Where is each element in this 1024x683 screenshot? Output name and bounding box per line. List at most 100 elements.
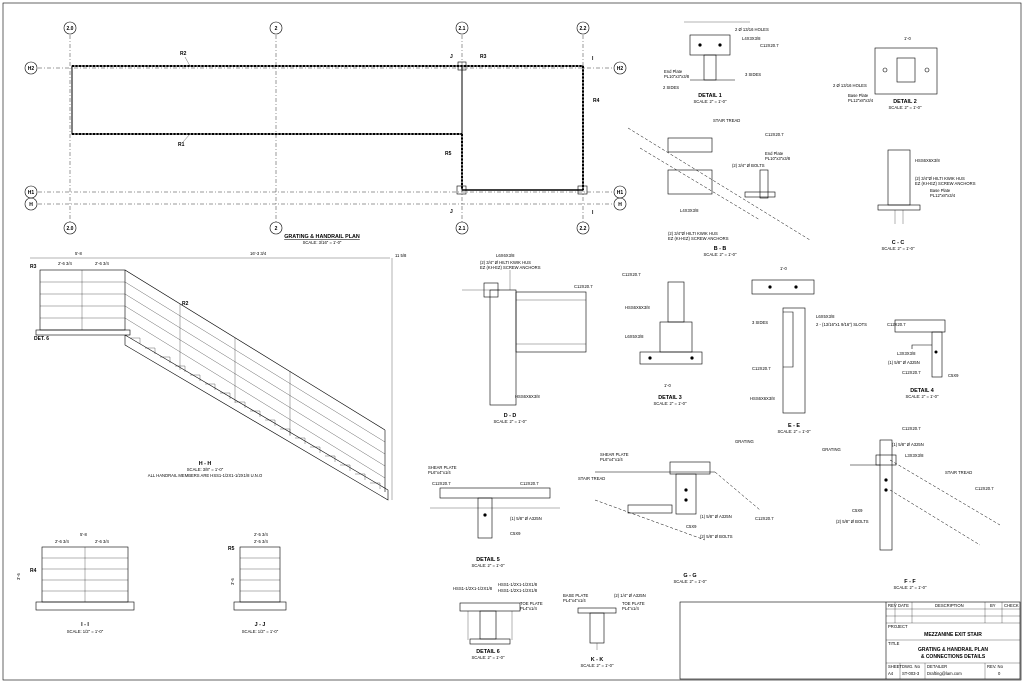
h-dim-2: 2'-6 3/4 — [58, 261, 73, 266]
d-label-5: HSS6X6X3/8 — [515, 394, 540, 399]
d-label-4: C12X20.7 — [574, 284, 593, 289]
section-e-title: E - E — [788, 423, 800, 429]
section-k-title: K - K — [591, 657, 604, 663]
i-dim-3: 2'-6 3/4 — [95, 539, 110, 544]
detail-1-scale: SCALE: 2" = 1'-0" — [694, 99, 727, 104]
section-d-d: L6X6X3/8 (2) 3/4" Ø HILTI KWIK HUS EZ (K… — [462, 253, 593, 424]
section-d-scale: SCALE: 2" = 1'-0" — [494, 419, 527, 424]
h-tag-det6: DET. 6 — [34, 336, 49, 342]
rail-tag-r2: R2 — [180, 51, 187, 57]
d5-label-6: C5X9 — [510, 531, 521, 536]
k-label-2: PL4"x4"x1/4 — [563, 598, 586, 603]
section-c-title: C - C — [892, 240, 905, 246]
e-label-6: 1'-0 — [780, 266, 788, 271]
d1-label-6: 3 SIDES — [745, 72, 761, 77]
d4-label-3: (1) 5/8" Ø A325N — [888, 360, 920, 365]
detail-3-scale: SCALE: 2" = 1'-0" — [654, 401, 687, 406]
e-label-5: HSS6X6X3/8 — [750, 396, 775, 401]
rev-header-description: DESCRIPTION — [935, 603, 964, 608]
rail-tag-r1: R1 — [178, 142, 185, 148]
grid-label-top-4: 2.2 — [580, 26, 587, 32]
drawing-title-line-1: GRATING & HANDRAIL PLAN — [918, 647, 988, 653]
section-j-scale: SCALE: 1/2" = 1'-0" — [242, 629, 279, 634]
section-h-note: ALL HANDRAIL MEMBERS ARE HSS1-1/2X1-1/2X… — [148, 473, 263, 478]
detail-4-title: DETAIL 4 — [910, 388, 933, 394]
section-g-scale: SCALE: 2" = 1'-0" — [674, 579, 707, 584]
plan-title: GRATING & HANDRAIL PLAN — [284, 234, 360, 240]
grid-label-right-3: H — [618, 202, 622, 208]
e-label-3: 2 - (13/16"x1 9/16") SLOTS — [816, 322, 867, 327]
section-mark-j-top: J — [450, 54, 453, 60]
section-mark-i-top: I — [592, 56, 594, 62]
j-dim-3: 3'-6 — [230, 577, 235, 585]
d1-label-5: PL10"x3"x3/8 — [664, 74, 690, 79]
j-dim-1: 2'-5 3/4 — [254, 532, 269, 537]
section-i-title: I - I — [81, 622, 89, 628]
d5-label-4: C12X20.7 — [520, 481, 539, 486]
h-dim-4: 16'-3 3/4 — [250, 251, 267, 256]
d3-label-4: 1'-0 — [664, 383, 672, 388]
section-h-scale: SCALE: 3/8" = 1'-0" — [187, 467, 224, 472]
b-label-2: C12X20.7 — [765, 132, 784, 137]
section-f-scale: SCALE: 2" = 1'-0" — [894, 585, 927, 590]
grid-label-top-3: 2.1 — [459, 26, 466, 32]
detail-1: 2 Ø 13/16 HOLES L4X3X3/8 C12X20.7 End Pl… — [663, 21, 779, 104]
grid-bubbles-right: H2 H1 H — [613, 61, 627, 211]
g-label-6: C5X9 — [686, 524, 697, 529]
detail-3-title: DETAIL 3 — [658, 395, 681, 401]
footer-label-rev: REV. No — [987, 664, 1004, 669]
detail-6: HSS1-1/2X1-1/2X1/8 HSS1-1/2X1-1/2X1/8 HS… — [453, 582, 543, 660]
d-label-2: (2) 3/4" Ø HILTI KWIK HUS — [480, 260, 531, 265]
section-d-title: D - D — [504, 413, 517, 419]
section-mark-j-bottom: J — [450, 209, 453, 215]
b-label-3: End Plate — [765, 151, 784, 156]
grid-label-bottom-2: 2 — [275, 226, 278, 232]
d1-label-1: 2 Ø 13/16 HOLES — [735, 27, 769, 32]
d-label-1: L6X6X3/8 — [496, 253, 515, 258]
k-label-1: BASE PLATE — [563, 593, 588, 598]
f-label-2: (1) 5/8" Ø A325N — [892, 442, 924, 447]
d3-label-1: C12X20.7 — [622, 272, 641, 277]
section-mark-i-bottom: I — [592, 210, 594, 216]
footer-label-sheet: SHEET — [888, 664, 902, 669]
footer-label-dwg: DWG. No — [902, 664, 921, 669]
detail-4-scale: SCALE: 2" = 1'-0" — [906, 394, 939, 399]
grid-lines — [38, 35, 613, 222]
d6-label-3: HSS1-1/2X1-1/2X1/8 — [498, 588, 538, 593]
project-name: MEZZANINE EXIT STAIR — [924, 632, 982, 638]
detail-2-scale: SCALE: 2" = 1'-0" — [889, 105, 922, 110]
project-label: PROJECT — [888, 624, 908, 629]
f-label-1: C12X20.7 — [902, 426, 921, 431]
grid-bubbles-bottom: 2.0 2 2.1 2.2 — [63, 221, 590, 235]
d1-label-3: C12X20.7 — [760, 43, 779, 48]
d2-label-4: 1'-0 — [904, 36, 912, 41]
d-label-3: EZ (KH-EZ) SCREW ANCHORS — [480, 265, 541, 270]
section-i-scale: SCALE: 1/2" = 1'-0" — [67, 629, 104, 634]
d4-label-5: C12X20.7 — [902, 370, 921, 375]
f-label-8: C12X20.7 — [975, 486, 994, 491]
detail-2: 1'-0 2 Ø 13/16 HOLES Base Plate PL12"x8"… — [833, 36, 938, 110]
section-j-j: 2'-5 3/4 2'-5 3/4 3'-6 R5 J - J SCALE: 1… — [228, 532, 287, 634]
c-label-4: Base Plate — [930, 188, 951, 193]
grid-bubbles-top: 2.0 2 2.1 2.2 — [63, 21, 590, 35]
section-g-title: G - G — [683, 573, 696, 579]
h-dim-5: 11 5/8 — [395, 253, 407, 258]
grid-label-left-2: H1 — [28, 190, 35, 196]
grid-label-left-1: H2 — [28, 66, 35, 72]
footer-value-detailer: Drafting@lam.com — [927, 671, 962, 676]
i-tag-r4: R4 — [30, 568, 37, 574]
drawing-title-line-2: & CONNECTIONS DETAILS — [921, 654, 986, 660]
c-label-1: HSS6X6X3/8 — [915, 158, 940, 163]
j-dim-2: 2'-5 3/4 — [254, 539, 269, 544]
section-i-i: 5'-8 2'-6 3/4 2'-6 3/4 3'-6 R4 I - I SCA… — [16, 532, 135, 634]
grid-label-right-1: H2 — [617, 66, 624, 72]
h-tag-r3: R3 — [30, 264, 37, 270]
section-e-e: 1'-0 L6X5X3/8 3 SIDES 2 - (13/16"x1 9/16… — [750, 266, 867, 434]
d6-label-5: PL4"x1/4 — [520, 606, 538, 611]
d5-label-2: PL6"x4"x1/4 — [428, 470, 451, 475]
c-label-3: EZ (KH-EZ) SCREW ANCHORS — [915, 181, 976, 186]
g-label-1: SHEAR PLATE — [600, 452, 629, 457]
f-label-7: (2) 5/8" Ø BOLTS — [836, 519, 869, 524]
b-label-8: EZ (KH-EZ) SCREW ANCHORS — [668, 236, 729, 241]
rev-header-by: BY — [990, 603, 996, 608]
